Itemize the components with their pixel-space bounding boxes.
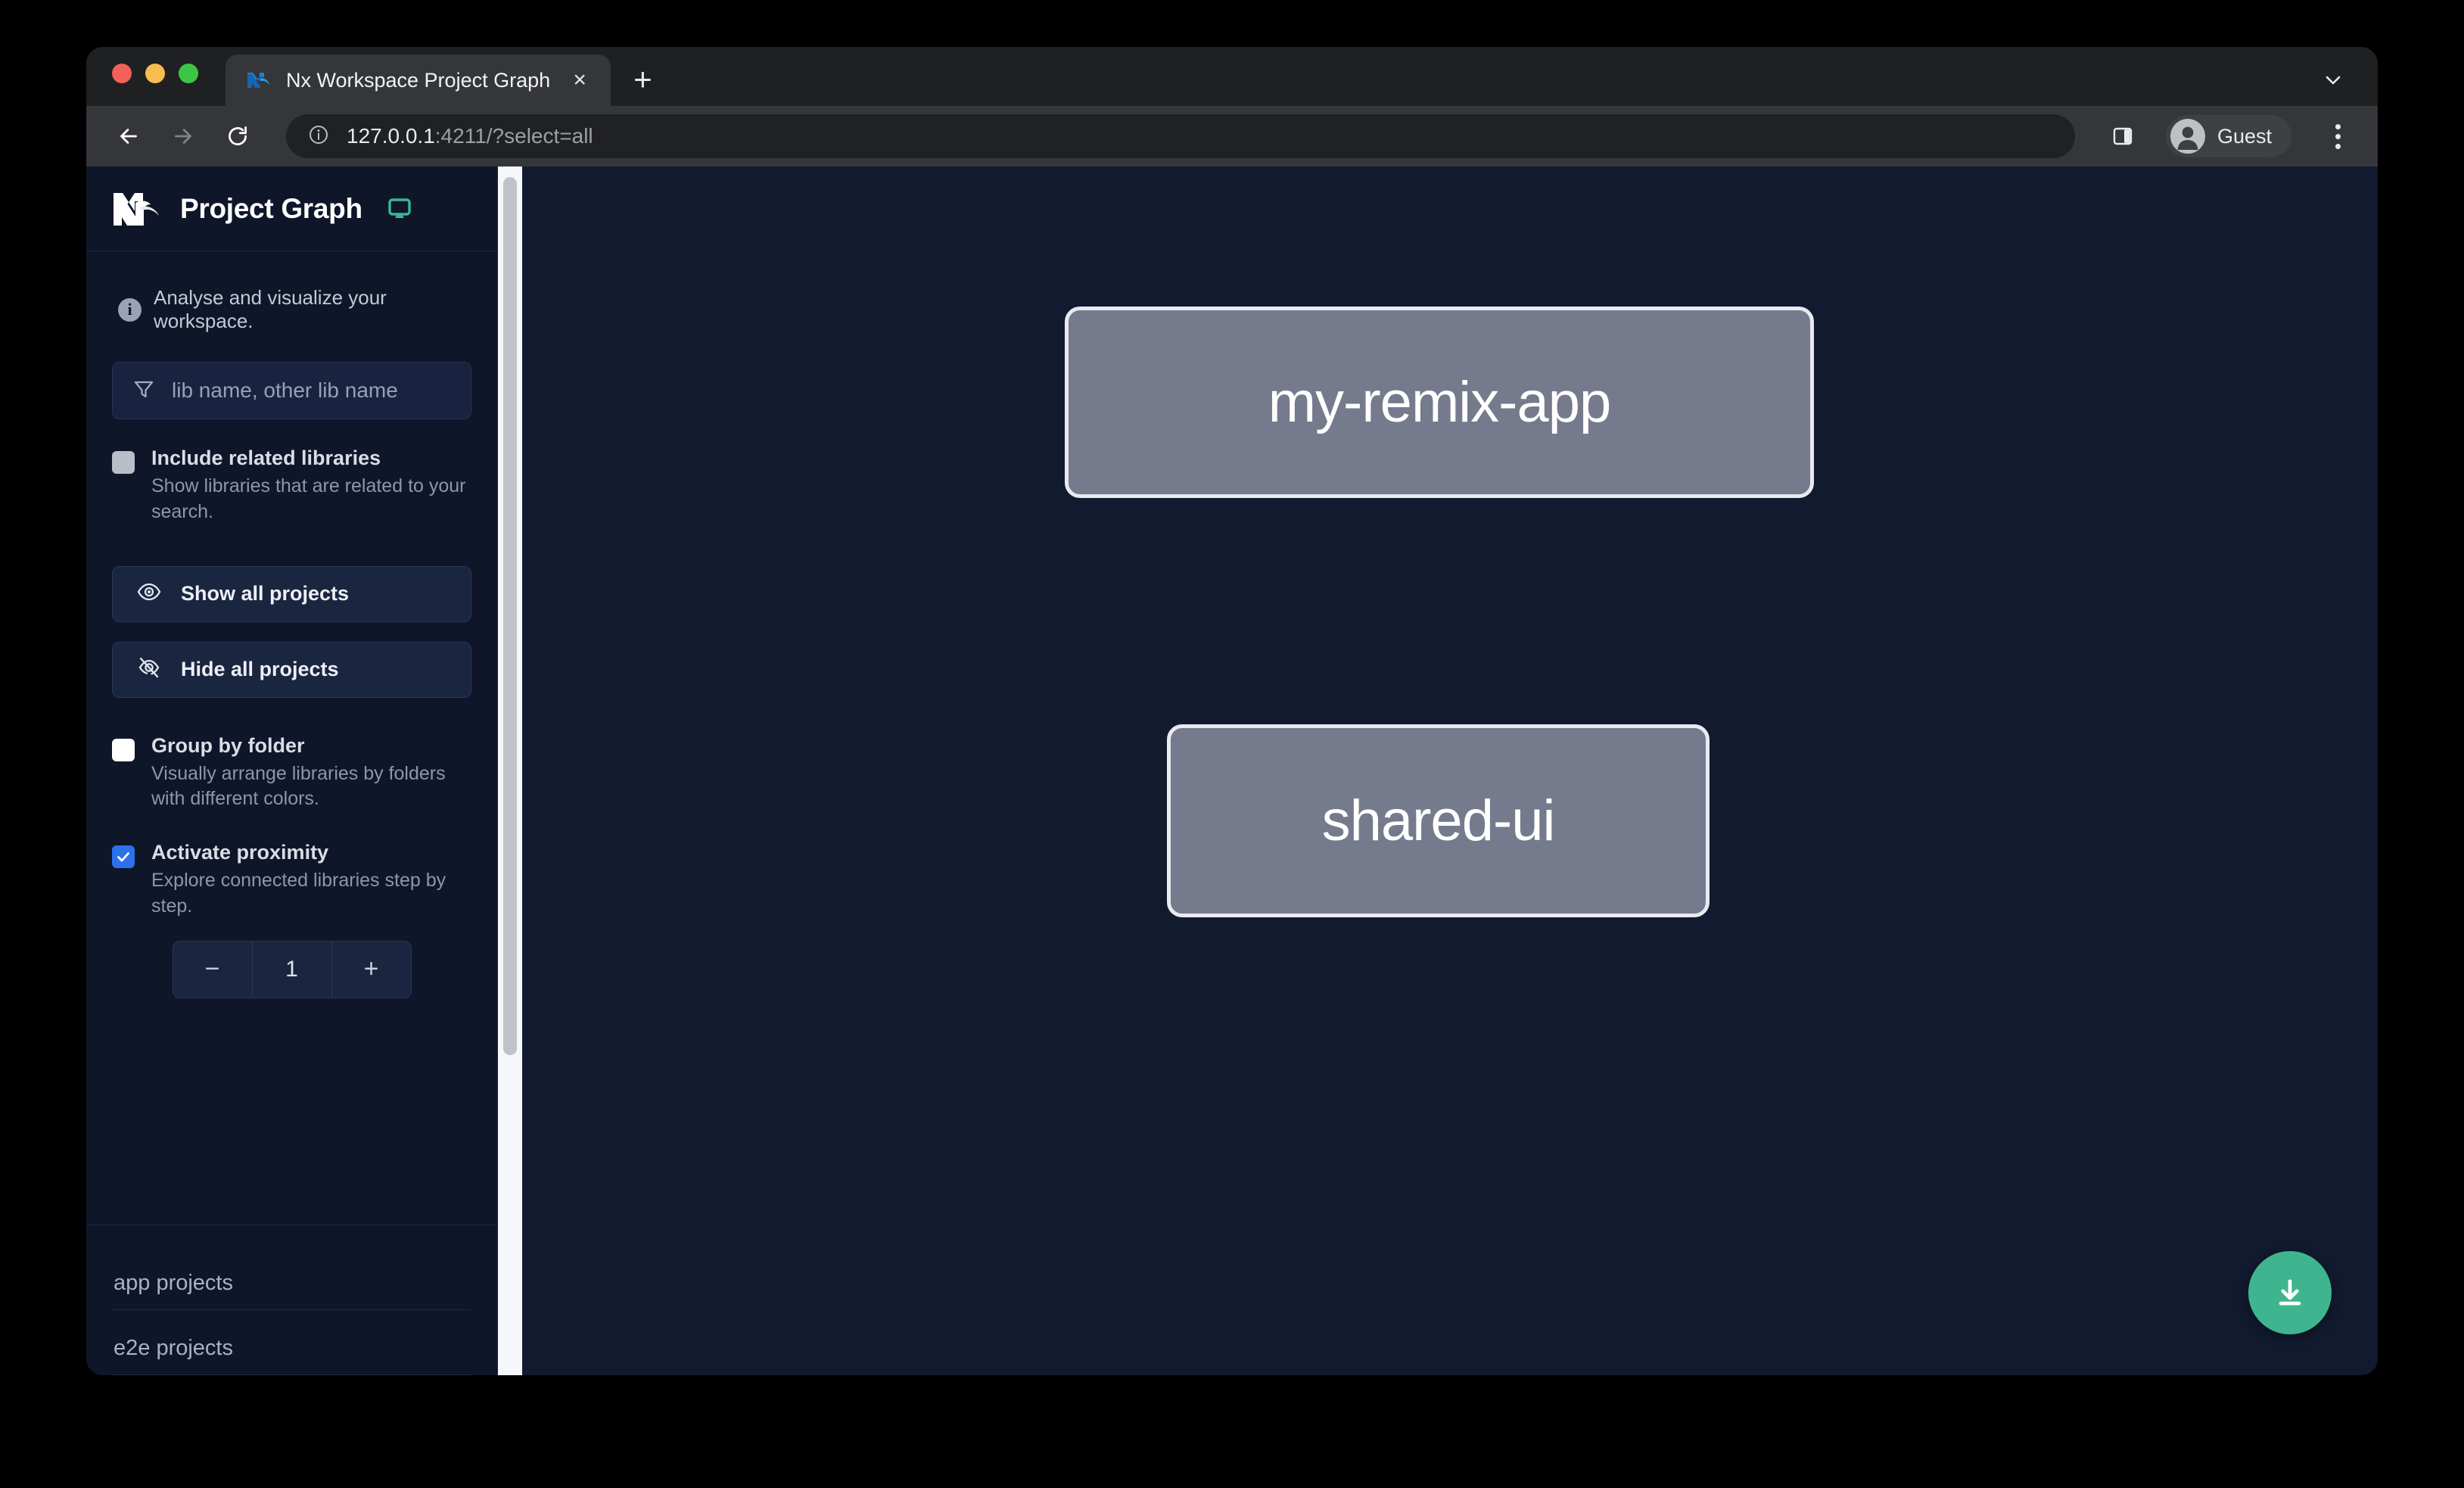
eye-slash-icon [137,655,161,683]
new-tab-button[interactable]: + [633,61,652,97]
arrow-right-icon[interactable] [166,120,200,153]
option-include-related-libraries: Include related libraries Show libraries… [112,447,471,525]
section-app-projects[interactable]: app projects [112,1245,471,1310]
chevron-down-icon[interactable] [2322,69,2344,97]
section-e2e-projects[interactable]: e2e projects [112,1310,471,1375]
eye-icon [137,580,161,608]
close-tab-button[interactable]: × [573,67,586,92]
option-group-by-folder: Group by folder Visually arrange librari… [112,734,471,813]
option-description: Visually arrange libraries by folders wi… [151,762,446,810]
nx-favicon-icon [245,67,271,93]
search-input-placeholder: lib name, other lib name [172,378,398,402]
proximity-stepper: − 1 + [172,940,412,998]
sidebar-body: i Analyse and visualize your workspace. … [86,251,497,1225]
option-label: Activate proximity [151,841,329,864]
checkbox-group-by-folder[interactable] [112,738,135,761]
graph-node-label: shared-ui [1321,789,1556,853]
maximize-window-button[interactable] [179,64,198,83]
browser-tab[interactable]: Nx Workspace Project Graph × [226,54,611,106]
graph-node-shared-ui[interactable]: shared-ui [1167,724,1710,917]
project-sections: app projects e2e projects [86,1225,497,1375]
minimize-window-button[interactable] [145,64,165,83]
url-host: 127.0.0.1 [347,124,435,148]
info-circle-icon[interactable] [307,123,330,150]
option-description: Show libraries that are related to your … [151,475,466,522]
kebab-menu-icon[interactable] [2320,123,2355,149]
profile-name: Guest [2217,124,2272,148]
graph-node-my-remix-app[interactable]: my-remix-app [1065,307,1814,498]
reload-icon[interactable] [221,120,254,153]
download-icon [2279,1279,2301,1306]
close-window-button[interactable] [112,64,132,83]
checkmark-icon [117,852,129,862]
page-content: Project Graph i Analyse and visualize yo… [86,167,2378,1375]
page-title: Project Graph [180,192,362,224]
graph-edge-layer [522,167,749,280]
show-all-projects-button[interactable]: Show all projects [112,565,471,622]
project-graph-canvas[interactable]: my-remix-app shared-ui [522,167,2378,1375]
workspace-info: i Analyse and visualize your workspace. [112,251,471,333]
side-panel-icon[interactable] [2104,117,2142,155]
sidebar-scrollbar[interactable] [498,167,522,1375]
monitor-icon[interactable] [387,196,412,222]
download-graph-button[interactable] [2248,1251,2332,1334]
proximity-value: 1 [285,956,298,982]
proximity-increment-button[interactable]: + [331,941,411,998]
checkbox-include-related-libraries[interactable] [112,451,135,474]
url-path: :4211/?select=all [434,124,593,148]
option-description: Explore connected libraries step by step… [151,870,446,917]
workspace-info-text: Analyse and visualize your workspace. [154,286,387,332]
info-icon: i [118,297,142,322]
funnel-icon [132,378,155,404]
sidebar-header: Project Graph [86,167,497,251]
tab-title: Nx Workspace Project Graph [286,68,551,92]
proximity-decrement-button[interactable]: − [173,941,253,998]
sidebar: Project Graph i Analyse and visualize yo… [86,167,498,1375]
tab-strip: Nx Workspace Project Graph × + [86,47,2378,106]
checkbox-activate-proximity[interactable] [112,845,135,869]
hide-all-projects-label: Hide all projects [181,658,339,681]
sidebar-scrollbar-thumb[interactable] [503,177,517,1055]
search-input[interactable]: lib name, other lib name [112,362,471,419]
address-bar[interactable]: 127.0.0.1:4211/?select=all [286,114,2075,158]
person-avatar-icon [2170,119,2205,154]
show-all-projects-label: Show all projects [181,582,350,605]
option-label: Group by folder [151,733,305,757]
browser-window: Nx Workspace Project Graph × + [86,47,2378,1375]
option-activate-proximity: Activate proximity Explore connected lib… [112,841,471,920]
section-label: e2e projects [114,1336,233,1360]
profile-chip[interactable]: Guest [2165,115,2291,157]
browser-toolbar: 127.0.0.1:4211/?select=all Guest [86,106,2378,167]
nx-logo-icon [112,191,162,227]
arrow-left-icon[interactable] [112,120,145,153]
address-bar-text: 127.0.0.1:4211/?select=all [347,124,593,148]
window-traffic-lights [112,47,198,106]
section-label: app projects [114,1271,233,1295]
graph-node-label: my-remix-app [1268,370,1611,434]
hide-all-projects-button[interactable]: Hide all projects [112,641,471,698]
option-label: Include related libraries [151,447,381,469]
